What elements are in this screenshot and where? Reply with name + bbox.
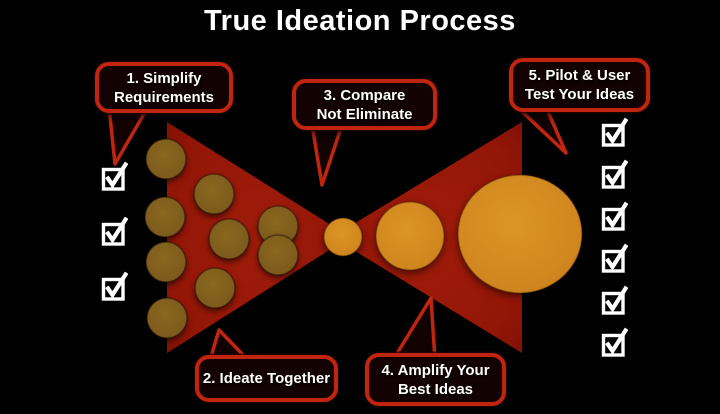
refined-idea-circle-small [323,217,363,257]
callout-text-line: Best Ideas [397,380,474,398]
callout-text-line: 2. Ideate Together [202,370,331,387]
callout-text-line: 5. Pilot & User [528,67,631,84]
checked-checkbox-icon [601,159,628,189]
callout-compare-not-eliminate: 3. Compare Not Eliminate [292,79,437,130]
checked-checkbox-icon [601,327,628,357]
callout-text-line: Test Your Ideas [524,86,635,103]
raw-idea-circle [257,234,299,276]
callout-pointer-4 [391,296,437,362]
raw-idea-circle [208,218,250,260]
refined-idea-circle-medium [375,201,445,271]
left-checklist [101,161,128,301]
checked-checkbox-icon [601,117,628,147]
raw-idea-circle [146,297,188,339]
raw-idea-circle [145,241,187,283]
raw-idea-circle [144,196,186,238]
checked-checkbox-icon [101,271,128,301]
checked-checkbox-icon [101,216,128,246]
callout-text-line: Requirements [113,88,215,106]
callout-pointer-1 [107,105,150,166]
callout-amplify-best-ideas: 4. Amplify Your Best Ideas [365,353,506,406]
raw-idea-circle [193,173,235,215]
refined-idea-circle-large [457,174,583,294]
right-checklist [601,117,628,357]
checked-checkbox-icon [101,161,128,191]
callout-pilot-user-test: 5. Pilot & User Test Your Ideas [509,58,650,112]
raw-idea-circle [194,267,236,309]
checked-checkbox-icon [601,243,628,273]
callout-text-line: Not Eliminate [316,105,413,123]
callout-text-line: 1. Simplify [126,69,202,87]
callout-pointer-3 [310,123,344,187]
checked-checkbox-icon [601,285,628,315]
checked-checkbox-icon [601,201,628,231]
callout-simplify-requirements: 1. Simplify Requirements [95,62,233,113]
raw-idea-circle [145,138,187,180]
page-title: True Ideation Process [204,5,516,37]
callout-pointer-5 [515,105,568,155]
callout-ideate-together: 2. Ideate Together [195,355,338,402]
callout-text-line: 4. Amplify Your [381,361,490,379]
callout-text-line: 3. Compare [323,86,406,104]
